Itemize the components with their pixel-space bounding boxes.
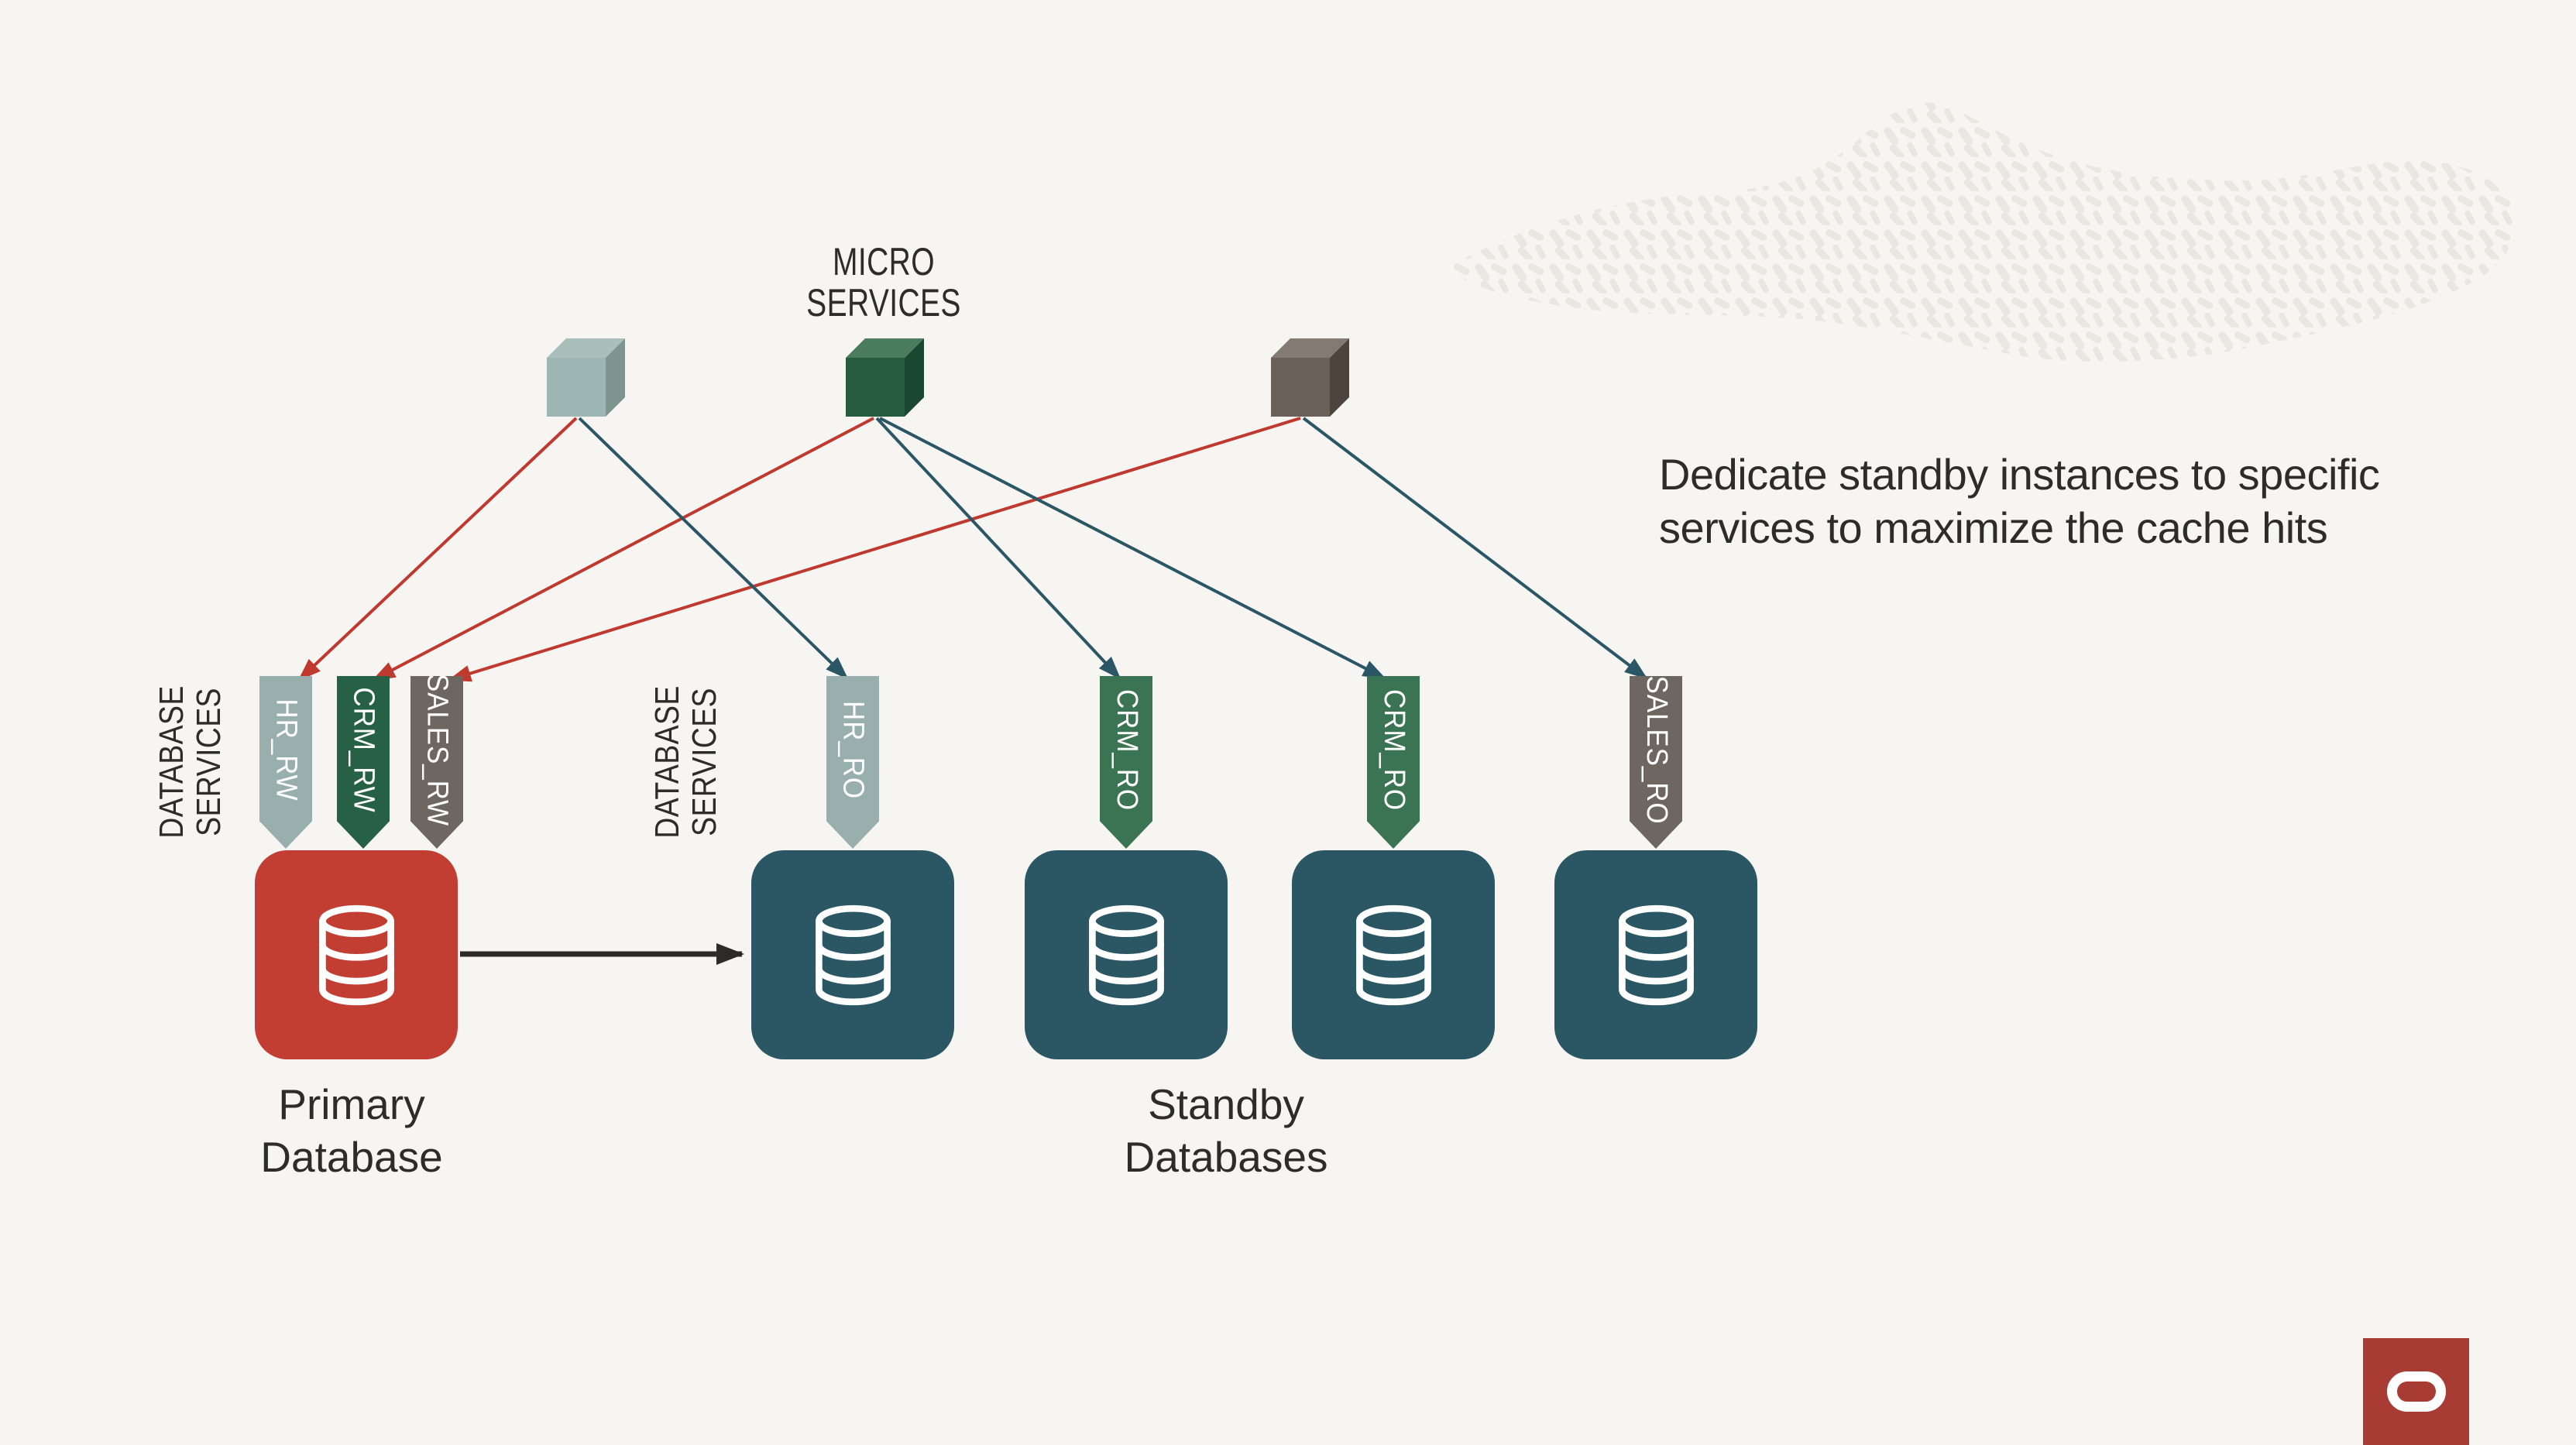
service-tag-sales-rw: SALES_RW — [410, 676, 463, 849]
read-write-arrows — [297, 417, 1301, 682]
service-tag-hr-rw: HR_RW — [259, 676, 312, 849]
service-tag-crm-ro-1: CRM_RO — [1100, 676, 1152, 849]
database-icon — [1355, 904, 1431, 1005]
database-icon — [1088, 904, 1164, 1005]
service-tag-sales-ro: SALES_RO — [1630, 676, 1682, 849]
primary-database-label: Primary Database — [260, 1078, 442, 1183]
primary-database-label-line2: Database — [260, 1133, 443, 1181]
database-services-standby-line1: DATABASE — [648, 685, 686, 839]
crm-microservice-cube-icon — [846, 338, 924, 417]
oracle-logo — [2363, 1338, 2469, 1445]
database-icon — [815, 904, 891, 1005]
service-tag-hr-rw-label: HR_RW — [270, 698, 303, 801]
micro-services-line1: MICRO — [833, 240, 935, 283]
service-tag-crm-ro-2-label: CRM_RO — [1377, 688, 1410, 811]
database-services-primary-line2: SERVICES — [190, 688, 228, 836]
caption-text: Dedicate standby instances to specific s… — [1659, 448, 2380, 554]
database-icon — [1618, 904, 1694, 1005]
micro-services-heading: MICRO SERVICES — [806, 242, 961, 324]
hr-microservice-cube-icon — [547, 338, 625, 417]
standby-database-node-2 — [1025, 850, 1228, 1059]
service-tag-hr-ro-label: HR_RO — [836, 700, 870, 799]
standby-database-node-4 — [1554, 850, 1757, 1059]
read-only-arrows — [578, 417, 1648, 680]
sales-microservice-cube-icon — [1271, 338, 1349, 417]
primary-database-label-line1: Primary — [278, 1080, 425, 1128]
standby-database-node-1 — [751, 850, 954, 1059]
standby-database-node-3 — [1292, 850, 1495, 1059]
decorative-texture — [1448, 102, 2516, 362]
database-services-standby-line2: SERVICES — [685, 688, 723, 836]
service-tag-crm-rw: CRM_RW — [337, 676, 390, 849]
database-services-primary-line1: DATABASE — [153, 685, 191, 839]
service-tag-crm-ro-2: CRM_RO — [1367, 676, 1420, 849]
database-icon — [318, 904, 394, 1005]
caption-line1: Dedicate standby instances to specific — [1659, 450, 2380, 499]
standby-databases-label-line1: Standby — [1148, 1080, 1304, 1128]
standby-databases-label: Standby Databases — [1125, 1078, 1328, 1183]
primary-database-node — [255, 850, 458, 1059]
caption-line2: services to maximize the cache hits — [1659, 503, 2328, 552]
service-tag-crm-rw-label: CRM_RW — [347, 686, 380, 813]
service-tag-sales-ro-label: SALES_RO — [1640, 675, 1673, 824]
micro-services-line2: SERVICES — [806, 281, 961, 324]
service-tag-sales-rw-label: SALES_RW — [421, 673, 454, 826]
service-tag-hr-ro: HR_RO — [826, 676, 879, 849]
standby-databases-label-line2: Databases — [1124, 1133, 1328, 1181]
oracle-o-icon — [2386, 1371, 2446, 1412]
service-tag-crm-ro-1-label: CRM_RO — [1110, 688, 1143, 811]
